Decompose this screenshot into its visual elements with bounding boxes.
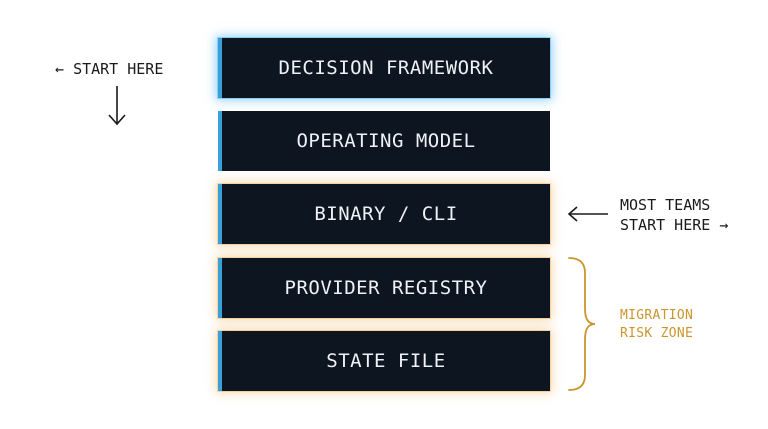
migration-line2: RISK ZONE <box>620 326 694 341</box>
most-teams-line2-row: START HERE → <box>620 215 728 235</box>
start-here-annotation: ← START HERE <box>55 59 163 79</box>
layer-binary-cli: BINARY / CLI <box>218 184 550 244</box>
right-arrow-glyph: → <box>719 216 729 234</box>
most-teams-line1: MOST TEAMS <box>620 196 711 214</box>
migration-line1: MIGRATION <box>620 308 694 323</box>
layer-label: PROVIDER REGISTRY <box>284 277 488 299</box>
start-here-text: START HERE <box>73 60 164 78</box>
layer-label: DECISION FRAMEWORK <box>278 57 494 79</box>
most-teams-line2: START HERE <box>620 216 711 234</box>
right-curly-bracket-icon <box>568 257 596 391</box>
layer-label: BINARY / CLI <box>314 203 458 225</box>
arrow-down-icon <box>108 86 126 126</box>
layer-label: OPERATING MODEL <box>296 130 476 152</box>
layer-state-file: STATE FILE <box>218 331 550 391</box>
layer-decision-framework: DECISION FRAMEWORK <box>218 38 550 98</box>
layer-operating-model: OPERATING MODEL <box>218 111 550 171</box>
arrow-left-long-icon <box>567 206 608 222</box>
most-teams-annotation: MOST TEAMS START HERE → <box>620 195 728 235</box>
left-arrow-glyph: ← <box>55 60 65 78</box>
layer-provider-registry: PROVIDER REGISTRY <box>218 258 550 318</box>
migration-risk-zone-label: MIGRATION RISK ZONE <box>620 307 693 343</box>
layer-label: STATE FILE <box>326 350 446 372</box>
